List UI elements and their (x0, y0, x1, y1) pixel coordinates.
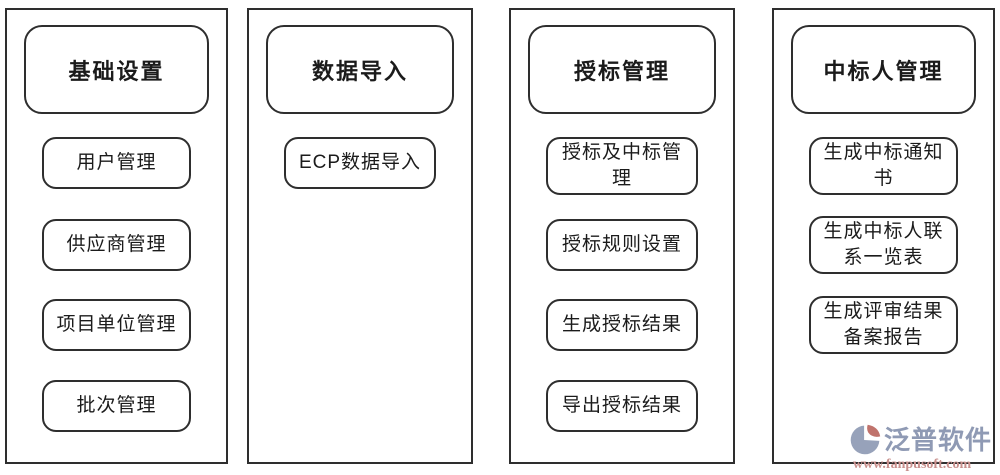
flow-item-supplier-management: 供应商管理 (42, 219, 191, 271)
column-winner-management: 中标人管理 生成中标通知 书 生成中标人联 系一览表 生成评审结果 备案报告 (772, 8, 995, 464)
flow-item-ecp-data-import: ECP数据导入 (284, 137, 436, 189)
column-data-import: 数据导入 ECP数据导入 (247, 8, 473, 464)
flow-item-export-award-result: 导出授标结果 (546, 380, 698, 432)
flow-item-batch-management: 批次管理 (42, 380, 191, 432)
fanpu-logo-icon (848, 423, 882, 457)
brand-watermark: 泛普软件 www.fanpusoft.com (832, 423, 992, 472)
column-basic-settings: 基础设置 用户管理 供应商管理 项目单位管理 批次管理 (5, 8, 228, 464)
column-header: 中标人管理 (791, 25, 976, 114)
flow-item-generate-win-notice: 生成中标通知 书 (809, 137, 958, 195)
brand-name: 泛普软件 (883, 425, 992, 455)
flow-item-generate-review-result-report: 生成评审结果 备案报告 (809, 296, 958, 354)
flow-item-award-rule-settings: 授标规则设置 (546, 219, 698, 271)
column-header: 数据导入 (266, 25, 454, 114)
column-header: 授标管理 (528, 25, 716, 114)
column-award-management: 授标管理 授标及中标管 理 授标规则设置 生成授标结果 导出授标结果 (509, 8, 735, 464)
flow-item-user-management: 用户管理 (42, 137, 191, 189)
flow-item-generate-award-result: 生成授标结果 (546, 299, 698, 351)
brand-url: www.fanpusoft.com (852, 457, 972, 472)
flow-item-award-and-win-management: 授标及中标管 理 (546, 137, 698, 195)
flow-item-project-unit-management: 项目单位管理 (42, 299, 191, 351)
flow-item-generate-winner-contact-list: 生成中标人联 系一览表 (809, 216, 958, 274)
column-header: 基础设置 (24, 25, 209, 114)
